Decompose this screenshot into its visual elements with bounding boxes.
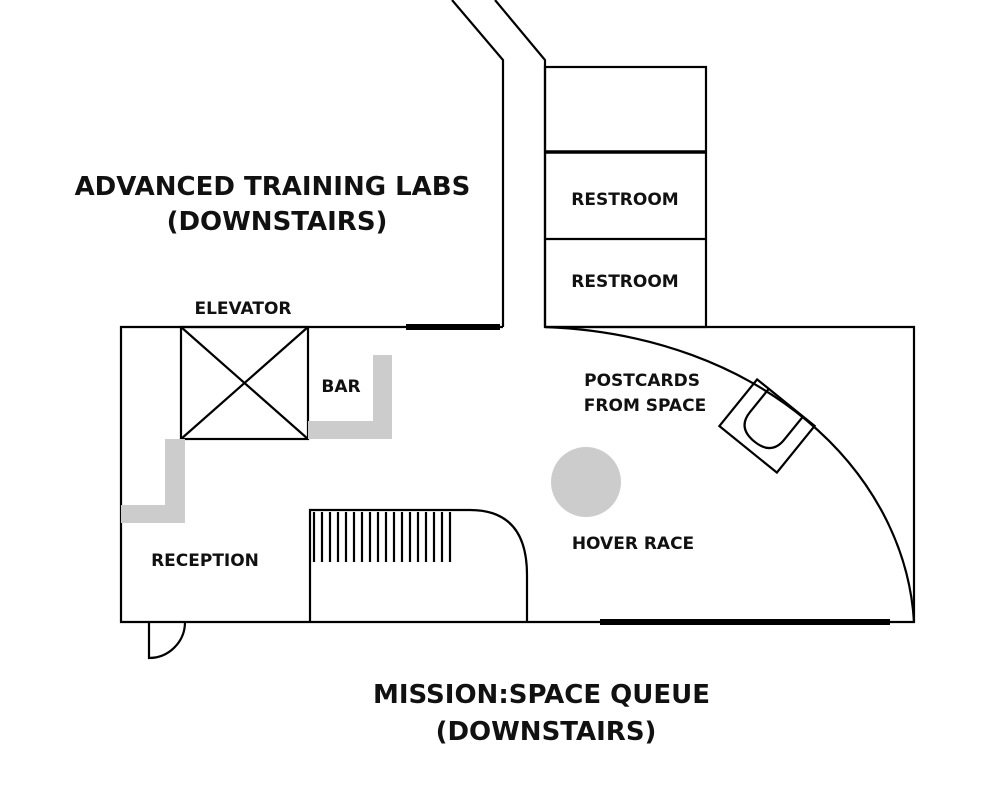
corridor [451, 0, 547, 327]
postcards-from-space-label: POSTCARDS FROM SPACE [584, 371, 706, 416]
hover-race-pod[interactable] [551, 447, 621, 517]
elevator-label: ELEVATOR [194, 299, 291, 319]
stairs [308, 508, 529, 622]
hover-race-label: HOVER RACE [572, 534, 694, 554]
reception-counter [121, 439, 185, 523]
entrance-door[interactable] [147, 621, 187, 660]
bar-label: BAR [321, 377, 360, 397]
advanced-training-labs-label: ADVANCED TRAINING LABS (DOWNSTAIRS) [75, 172, 480, 237]
mission-space-queue-label: MISSION:SPACE QUEUE (DOWNSTAIRS) [373, 680, 719, 747]
restroom-label-2: RESTROOM [571, 272, 678, 292]
postcards-kiosk[interactable] [717, 377, 817, 475]
elevator[interactable] [179, 325, 310, 441]
bar-counter [308, 355, 392, 439]
reception-label: RECEPTION [151, 551, 259, 571]
restroom-label-1: RESTROOM [571, 190, 678, 210]
main-room-walls [119, 324, 916, 625]
